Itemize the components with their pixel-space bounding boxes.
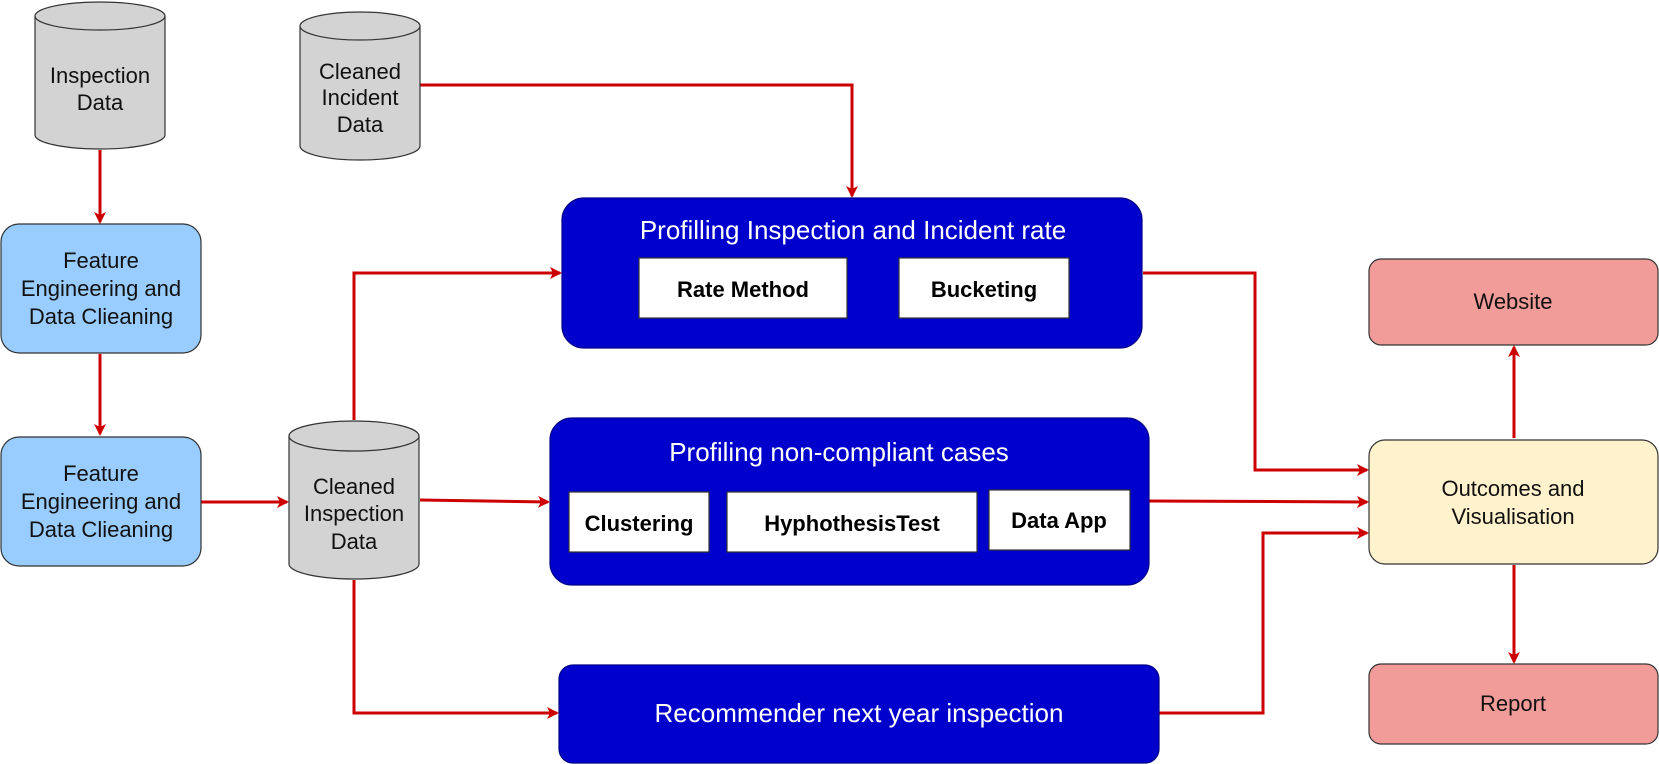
outcomes-line-2: Visualisation bbox=[1451, 504, 1574, 529]
inspection-data-line-2: Data bbox=[77, 90, 124, 115]
hypothesis-test-label: HyphothesisTest bbox=[764, 511, 940, 536]
cleaned-inspection-line-1: Cleaned bbox=[313, 474, 395, 499]
rate-method-box bbox=[638, 257, 848, 319]
bucketing-box bbox=[898, 257, 1070, 319]
data-app-box bbox=[988, 489, 1131, 551]
cleaned-inspection-line-2: Inspection bbox=[304, 501, 404, 526]
edge-recommender-to-outcomes bbox=[1159, 527, 1369, 715]
edge-cleaned-incident-to-profiling-rate bbox=[420, 83, 858, 198]
cleaned-incident-line-2: Incident bbox=[321, 85, 398, 110]
website-label: Website bbox=[1473, 289, 1552, 314]
profiling-rate-title: Profilling Inspection and Incident rate bbox=[640, 215, 1066, 245]
feature-eng-2-line-3: Data Clieaning bbox=[29, 517, 173, 542]
feature-eng-2-line-2: Engineering and bbox=[21, 489, 181, 514]
inspection-data-node: Inspection Data bbox=[34, 1, 166, 150]
feature-eng-1-line-1: Feature bbox=[63, 248, 139, 273]
outcomes-node: Outcomes and Visualisation bbox=[1368, 439, 1659, 565]
cleaned-incident-line-1: Cleaned bbox=[319, 59, 401, 84]
inspection-data-line-1: Inspection bbox=[50, 63, 150, 88]
website-node: Website bbox=[1368, 258, 1659, 346]
feature-eng-2-line-1: Feature bbox=[63, 461, 139, 486]
edge-profiling-noncompliant-to-outcomes bbox=[1148, 495, 1369, 508]
clustering-label: Clustering bbox=[585, 511, 694, 536]
feature-engineering-1-node: Feature Engineering and Data Clieaning bbox=[0, 223, 202, 354]
recommender-node: Recommender next year inspection bbox=[558, 664, 1160, 764]
profiling-noncompliant-title: Profiling non-compliant cases bbox=[669, 437, 1009, 467]
feature-eng-1-line-2: Engineering and bbox=[21, 276, 181, 301]
profiling-noncompliant-node: Profiling non-compliant cases Clustering… bbox=[549, 417, 1150, 586]
edge-cleaned-inspection-to-profiling-noncompliant bbox=[419, 495, 550, 508]
bucketing-label: Bucketing bbox=[931, 277, 1037, 302]
rate-method-label: Rate Method bbox=[677, 277, 809, 302]
edge-profiling-rate-to-outcomes bbox=[1143, 271, 1369, 476]
report-node: Report bbox=[1368, 663, 1659, 745]
cleaned-incident-line-3: Data bbox=[337, 112, 384, 137]
clustering-box bbox=[568, 491, 710, 553]
cleaned-inspection-data-node: Cleaned Inspection Data bbox=[288, 420, 420, 580]
edges bbox=[94, 83, 1520, 719]
feature-eng-1-line-3: Data Clieaning bbox=[29, 304, 173, 329]
outcomes-line-1: Outcomes and bbox=[1441, 476, 1584, 501]
profiling-rate-node: Profilling Inspection and Incident rate … bbox=[561, 197, 1143, 349]
cleaned-inspection-line-3: Data bbox=[331, 529, 378, 554]
recommender-title: Recommender next year inspection bbox=[655, 698, 1064, 728]
hypothesis-test-box bbox=[726, 491, 978, 553]
feature-engineering-2-node: Feature Engineering and Data Clieaning bbox=[0, 436, 202, 567]
cleaned-incident-data-node: Cleaned Incident Data bbox=[299, 11, 421, 161]
report-label: Report bbox=[1480, 691, 1546, 716]
data-app-label: Data App bbox=[1011, 508, 1107, 533]
edge-cleaned-inspection-to-profiling-rate bbox=[352, 267, 562, 420]
edge-cleaned-inspection-to-recommender bbox=[352, 580, 559, 719]
